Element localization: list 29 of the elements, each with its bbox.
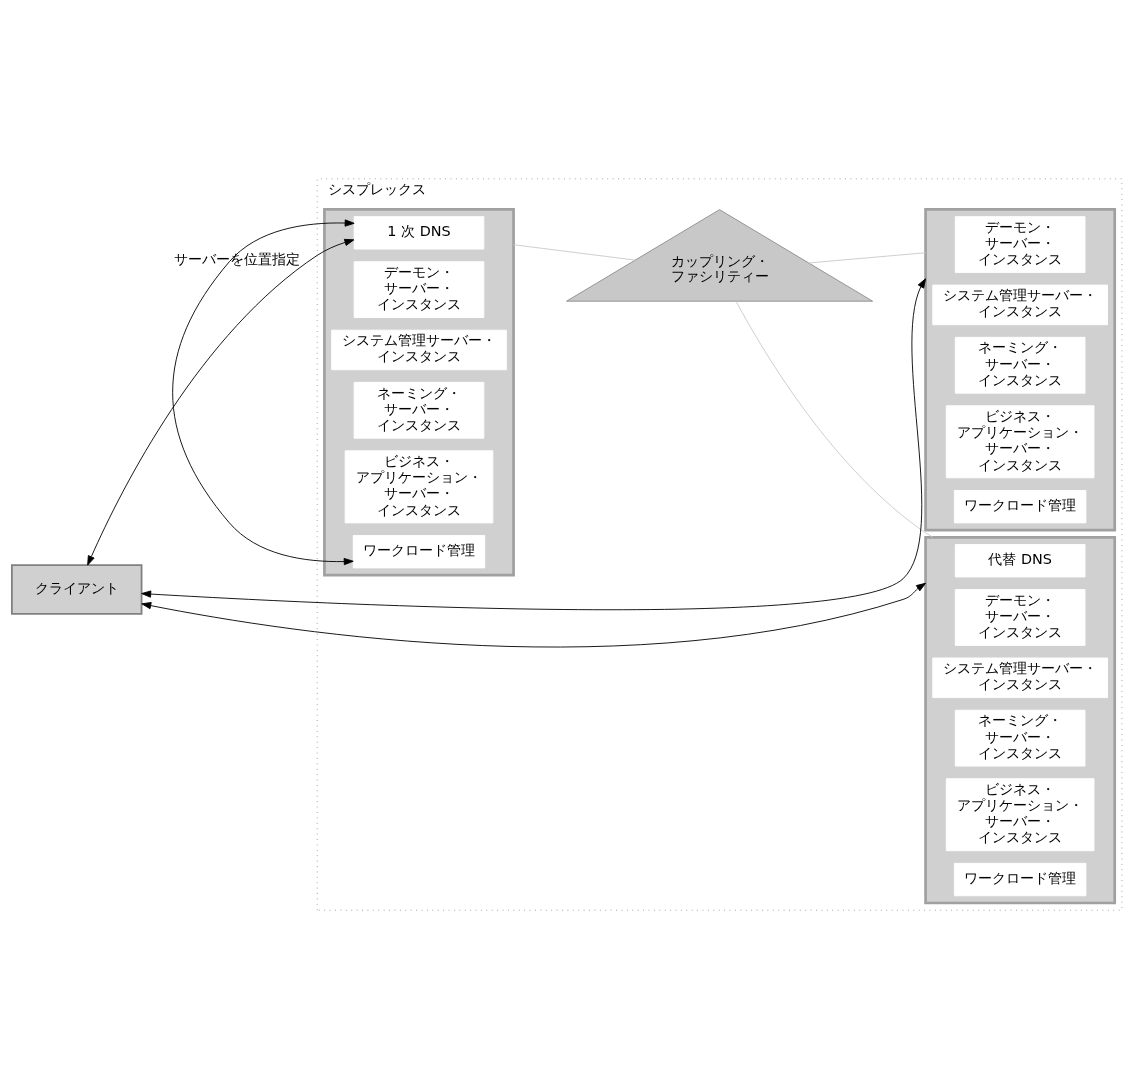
node-box: デーモン・サーバー・インスタンス (353, 261, 485, 318)
connector (513, 244, 636, 261)
node-box: システム管理サーバー・インスタンス (932, 657, 1108, 699)
node-box: システム管理サーバー・インスタンス (932, 284, 1108, 326)
node-box: ビジネス・アプリケーション・サーバー・インスタンス (344, 450, 494, 524)
arrow (87, 238, 355, 566)
node-box: デーモン・サーバー・インスタンス (954, 216, 1086, 273)
connector (735, 300, 934, 538)
node-box: ネーミング・サーバー・インスタンス (353, 381, 485, 439)
node-box: デーモン・サーバー・インスタンス (954, 589, 1086, 646)
arrow (141, 278, 927, 611)
node-box: ネーミング・サーバー・インスタンス (954, 336, 1086, 394)
node-box: ネーミング・サーバー・インスタンス (954, 709, 1086, 767)
node-box: ビジネス・アプリケーション・サーバー・インスタンス (945, 778, 1095, 852)
cluster (924, 535, 1117, 905)
node-box: システム管理サーバー・インスタンス (331, 329, 507, 371)
edge-label: サーバーを位置指定 (173, 251, 300, 268)
node-box: ワークロード管理 (953, 490, 1087, 524)
node-box: 代替 DNS (954, 544, 1086, 578)
arrow (172, 219, 355, 566)
cluster (924, 208, 1117, 532)
node-box: ビジネス・アプリケーション・サーバー・インスタンス (945, 405, 1095, 479)
node-box: 1 次 DNS (353, 216, 485, 250)
connector (808, 252, 927, 264)
node-box: クライアント (10, 564, 143, 615)
cluster (323, 208, 515, 577)
node-box: ワークロード管理 (953, 862, 1087, 897)
arrow (141, 582, 927, 648)
node-box: ワークロード管理 (352, 535, 486, 569)
